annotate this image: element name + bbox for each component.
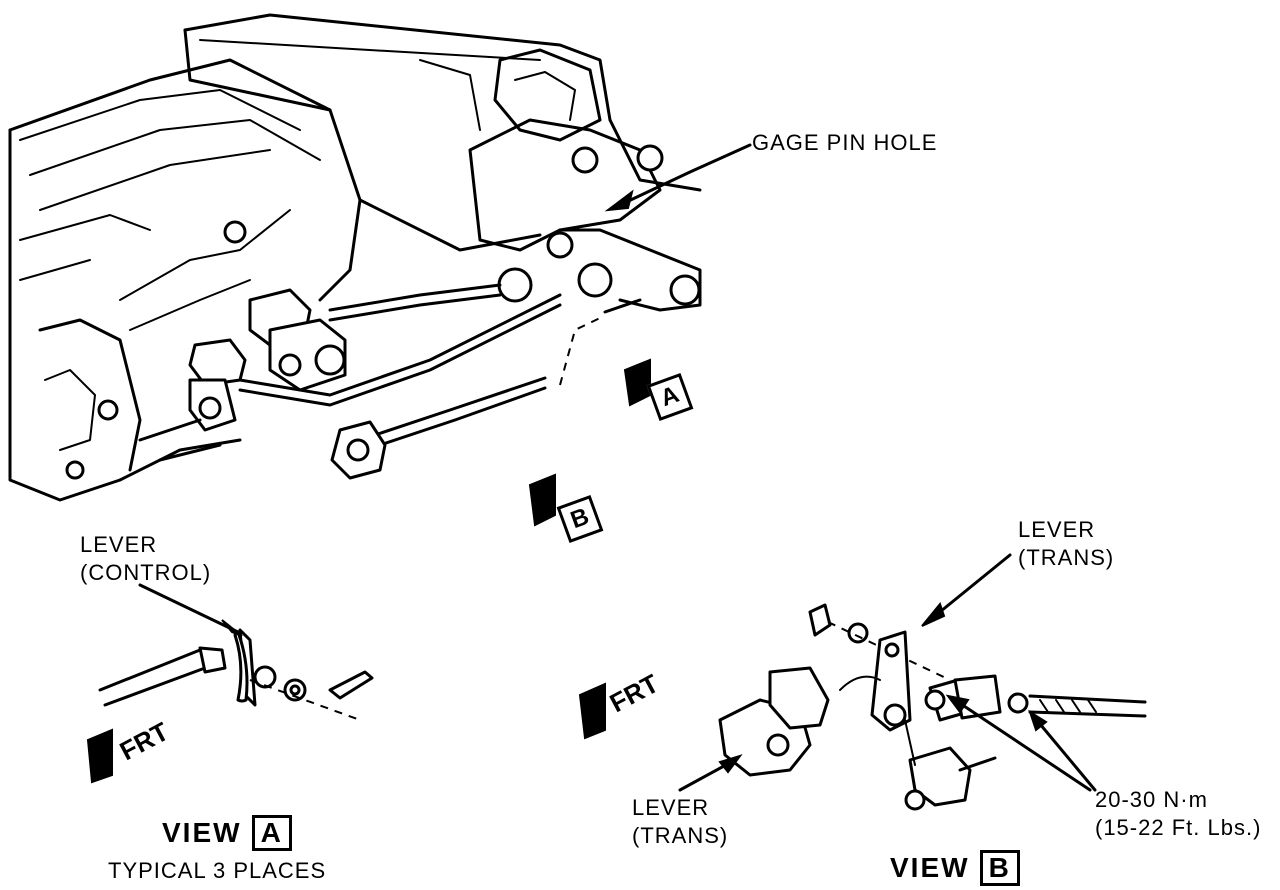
lever-trans-bottom-label-line2: (TRANS) (632, 823, 729, 848)
view-a-note: TYPICAL 3 PLACES (108, 858, 327, 883)
lever-trans-top-label-line1: LEVER (1018, 517, 1096, 542)
view-a-detail (98, 583, 374, 721)
view-b-word: VIEW (890, 852, 970, 883)
transmission-housing (8, 58, 362, 502)
gage-pin-hole-label: GAGE PIN HOLE (752, 130, 938, 155)
shift-cables (238, 283, 642, 452)
view-b-title: VIEW B (890, 850, 1020, 886)
torque-ftlbs-label: (15-22 Ft. Lbs.) (1095, 815, 1262, 840)
engine-block (183, 13, 702, 252)
view-a-title: VIEW A (162, 815, 292, 851)
view-b-pointer (528, 473, 556, 527)
lever-trans-bottom-label-line1: LEVER (632, 795, 710, 820)
frt-a-arrow (86, 728, 113, 784)
view-b-letter: B (979, 850, 1020, 886)
lower-cable-end (330, 420, 387, 480)
view-a-pointer (623, 358, 651, 407)
gage-pin-leader (618, 143, 752, 207)
view-b-detail (678, 553, 1147, 811)
torque-nm-label: 20-30 N·m (1095, 787, 1208, 812)
cable-fittings (138, 288, 347, 462)
gage-pin-arrowhead (604, 189, 634, 212)
lever-control-label-line1: LEVER (80, 532, 158, 557)
lever-control-label-line2: (CONTROL) (80, 560, 212, 585)
mount-bracket (468, 48, 702, 312)
lever-trans-top-label-line2: (TRANS) (1018, 545, 1115, 570)
frt-b-arrow (578, 682, 606, 740)
view-a-letter: A (251, 815, 292, 851)
view-a-word: VIEW (162, 817, 242, 848)
